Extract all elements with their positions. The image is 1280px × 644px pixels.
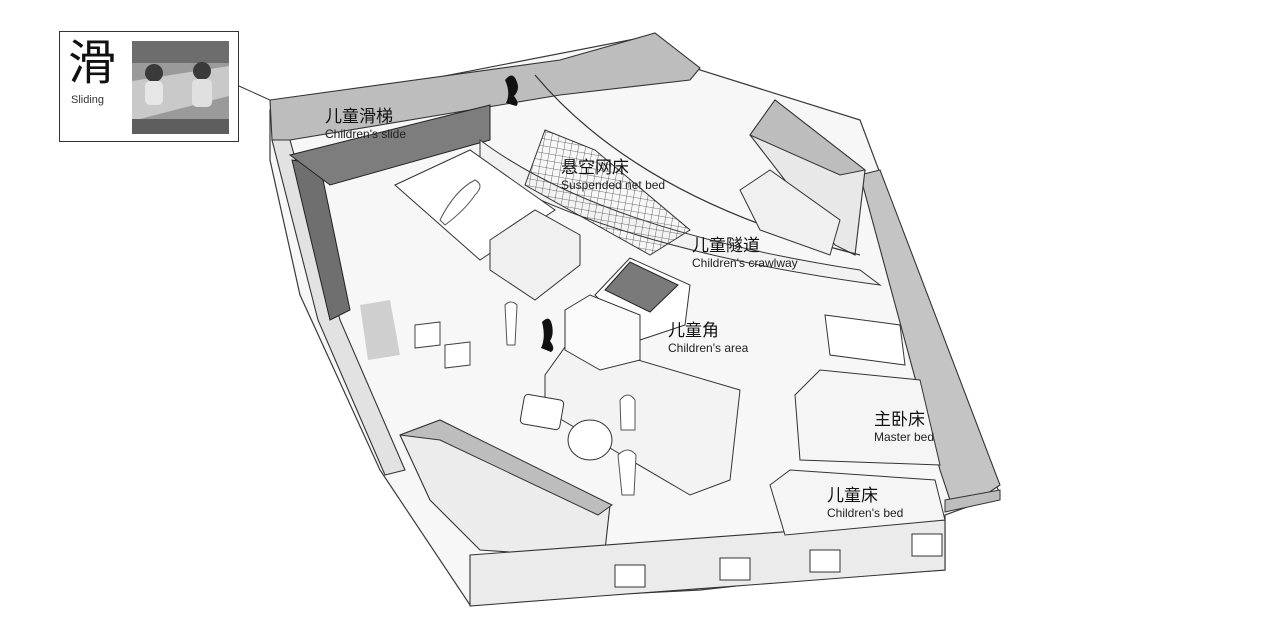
label-en: Children's area (668, 341, 749, 355)
sketch-figure (617, 449, 637, 496)
chair-shadow (360, 300, 400, 360)
label-childrens-slide: 儿童滑梯 Children's slide (325, 107, 406, 141)
facade-window (809, 549, 841, 573)
slide-photo (132, 41, 229, 134)
suspended-net (524, 129, 691, 256)
round-table (567, 419, 613, 461)
label-cn: 儿童隧道 (692, 236, 760, 256)
shelf-steps (824, 314, 906, 366)
label-childrens-area: 儿童角 Children's area (668, 321, 748, 355)
person-silhouette (505, 75, 518, 106)
label-cn: 儿童床 (827, 486, 878, 506)
right-storage (739, 169, 841, 256)
label-childrens-crawlway: 儿童隧道 Children's crawlway (692, 236, 798, 270)
master-bed (794, 369, 941, 466)
facade-window (911, 533, 943, 557)
west-wall (271, 139, 406, 476)
seating-block (564, 294, 641, 371)
activity-box-top (604, 261, 679, 313)
person-silhouette (541, 318, 554, 352)
label-en: Master bed (874, 430, 935, 444)
south-facade-cap (944, 489, 1001, 513)
childrens-bed (769, 469, 946, 536)
facade-window (719, 557, 751, 581)
ottoman (519, 393, 565, 431)
label-en: Children's slide (325, 127, 406, 141)
sketch-figure (439, 179, 481, 226)
slide-top-platform (288, 104, 491, 186)
label-cn: 悬空网床 (561, 158, 629, 178)
inset-caption: Sliding (71, 94, 105, 106)
chair (414, 321, 441, 349)
label-suspended-net-bed: 悬空网床 Suspended net bed (561, 158, 665, 192)
label-cn: 儿童滑梯 (325, 107, 393, 127)
label-cn: 儿童角 (668, 321, 719, 341)
kids-on-slide-photo (132, 41, 229, 134)
front-wall-top (399, 419, 613, 516)
label-en: Suspended net bed (561, 178, 666, 192)
stair-block (489, 209, 581, 301)
label-master-bed: 主卧床 Master bed (874, 410, 934, 444)
label-childrens-bed: 儿童床 Children's bed (827, 486, 903, 520)
label-en: Children's bed (827, 506, 904, 520)
label-en: Children's crawlway (692, 256, 798, 270)
inset-glyph: 滑 (68, 35, 117, 91)
label-cn: 主卧床 (874, 410, 925, 430)
chair (444, 341, 471, 369)
sliding-inset: 滑 Sliding (59, 31, 239, 142)
facade-window (614, 564, 646, 588)
east-wall-block-top (749, 99, 867, 176)
sketch-figure (619, 394, 636, 431)
sketch-figure (504, 301, 518, 346)
